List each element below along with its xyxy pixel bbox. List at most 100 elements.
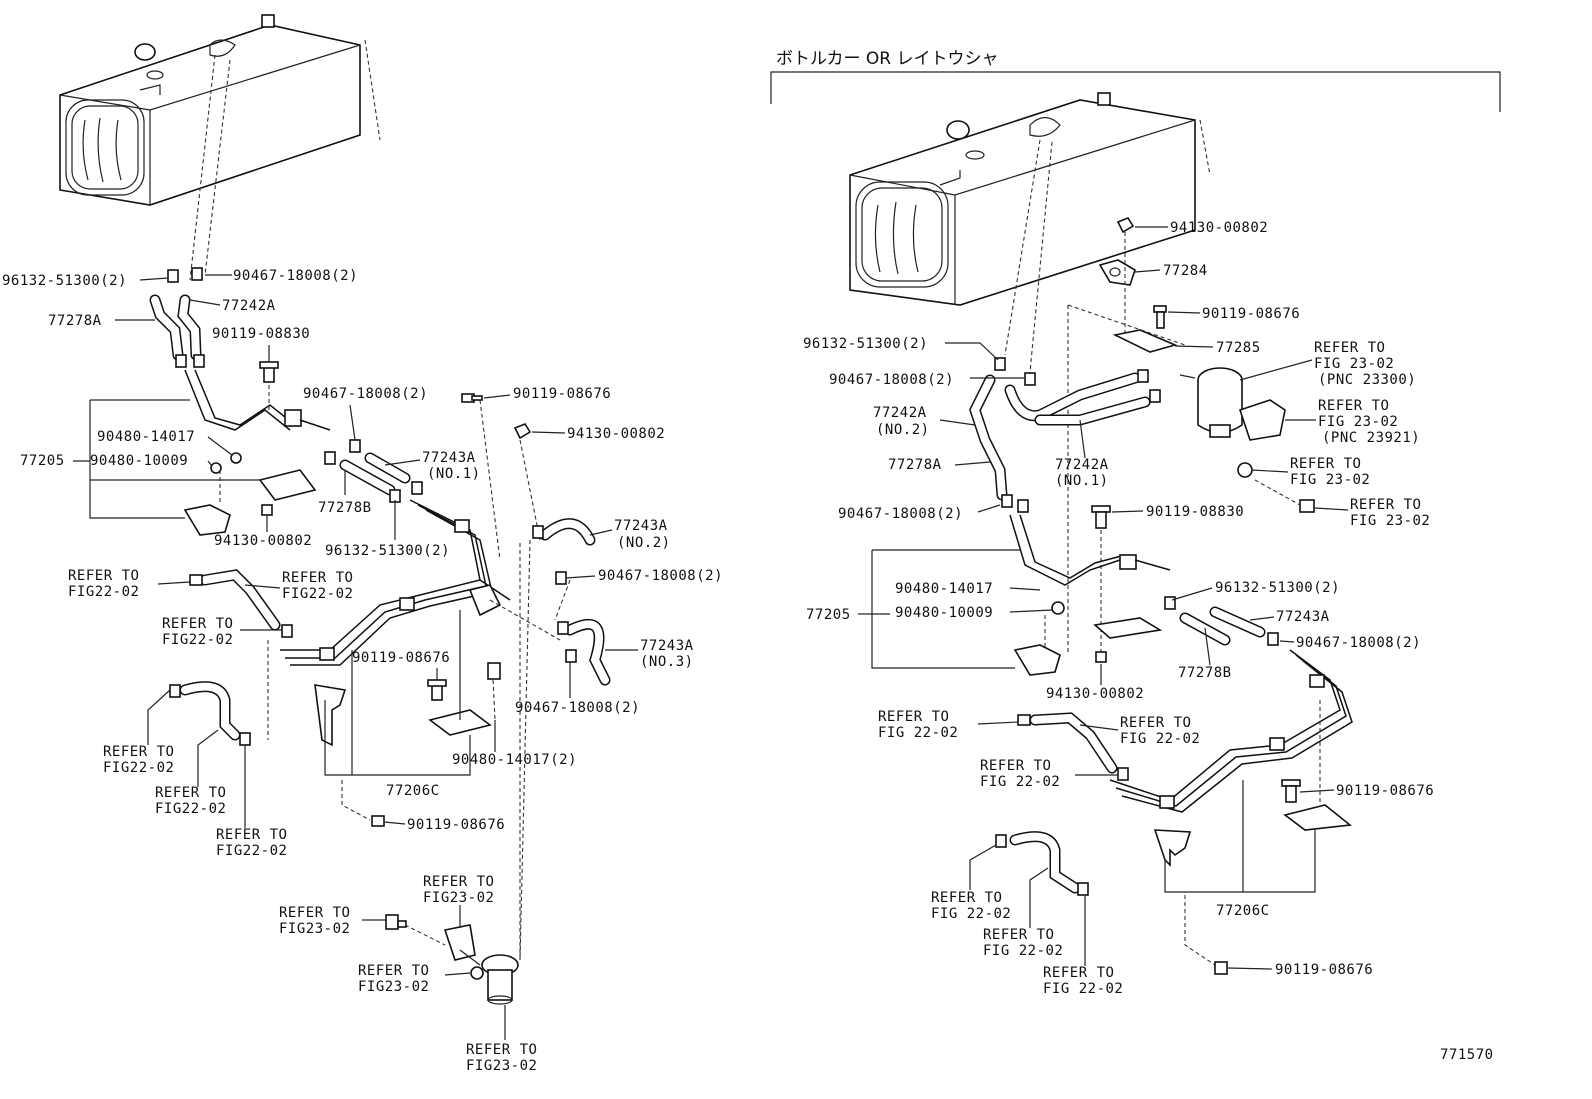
clamp-icon: [1001, 494, 1013, 508]
refer-label: FIG22-02: [68, 584, 139, 600]
refer-label: (PNC 23300): [1318, 372, 1416, 388]
clamp-icon: [1017, 714, 1031, 726]
part-label: 90480-14017(2): [452, 752, 577, 768]
refer-label: REFER TO: [980, 758, 1051, 774]
part-label: 94130-00802: [214, 533, 312, 549]
clamp-icon: [191, 267, 203, 281]
refer-label: FIG 22-02: [983, 943, 1063, 959]
part-label: 77278B: [318, 500, 372, 516]
clamp-icon: [532, 525, 544, 539]
part-label: 77278A: [48, 313, 102, 329]
bolt-icon: [427, 679, 447, 701]
part-label: 77278B: [1178, 665, 1232, 681]
clamp-icon: [411, 481, 423, 495]
refer-label: FIG 23-02: [1350, 513, 1430, 529]
part-label: 96132-51300(2): [325, 543, 450, 559]
part-label: 77206C: [1216, 903, 1270, 919]
part-label: 96132-51300(2): [2, 273, 127, 289]
bolt-icon: [1153, 305, 1167, 329]
fuel-tank-right: [849, 92, 1196, 306]
refer-label: FIG 23-02: [1318, 414, 1398, 430]
part-label: 90480-10009: [90, 453, 188, 469]
part-label: 77242A: [873, 405, 927, 421]
part-label: 77242A: [1055, 457, 1109, 473]
part-label: 96132-51300(2): [1215, 580, 1340, 596]
refer-label: REFER TO: [103, 744, 174, 760]
bolt-icon: [1299, 499, 1315, 513]
part-label: 90467-18008(2): [598, 568, 723, 584]
clamp-icon: [1164, 596, 1176, 610]
bolt-icon: [385, 914, 407, 930]
right-assembly: [849, 92, 1353, 975]
part-label: (NO.2): [617, 535, 671, 551]
part-label: 77205: [20, 453, 65, 469]
refer-label: FIG 23-02: [1314, 356, 1394, 372]
refer-label: REFER TO: [1314, 340, 1385, 356]
clamp-icon: [565, 649, 577, 663]
clamp-icon: [324, 451, 336, 465]
clamp-icon: [995, 834, 1007, 848]
refer-label: REFER TO: [155, 785, 226, 801]
refer-label: REFER TO: [423, 874, 494, 890]
part-label: 94130-00802: [1170, 220, 1268, 236]
part-label: 90467-18008(2): [515, 700, 640, 716]
refer-label: REFER TO: [1350, 497, 1421, 513]
part-label: 90467-18008(2): [838, 506, 963, 522]
refer-label: FIG22-02: [162, 632, 233, 648]
clamp-icon: [167, 269, 179, 283]
part-label: 90467-18008(2): [303, 386, 428, 402]
bolt-icon: [1281, 779, 1301, 803]
part-label: 90119-08676: [513, 386, 611, 402]
part-label: 77243A: [640, 638, 694, 654]
part-label: 77242A: [222, 298, 276, 314]
part-label: 90480-10009: [895, 605, 993, 621]
part-label: 90467-18008(2): [829, 372, 954, 388]
refer-label: FIG 22-02: [878, 725, 958, 741]
part-label: 90119-08676: [1336, 783, 1434, 799]
clamp-icon: [239, 732, 251, 746]
clamp-icon: [349, 439, 361, 453]
bolt-icon: [461, 393, 483, 403]
clamp-icon: [1024, 372, 1036, 386]
part-label: 90467-18008(2): [1296, 635, 1421, 651]
refer-label: REFER TO: [1290, 456, 1361, 472]
refer-label: FIG23-02: [279, 921, 350, 937]
refer-label: FIG23-02: [358, 979, 429, 995]
refer-label: FIG 22-02: [1120, 731, 1200, 747]
refer-label: REFER TO: [983, 927, 1054, 943]
clamp-icon: [1267, 632, 1279, 646]
section-title: ボトルカー OR レイトウシャ: [776, 49, 999, 69]
section-bracket: [770, 71, 1501, 112]
part-label: 90119-08830: [1146, 504, 1244, 520]
refer-label: REFER TO: [68, 568, 139, 584]
refer-label: REFER TO: [279, 905, 350, 921]
part-label: 96132-51300(2): [803, 336, 928, 352]
part-label: 90467-18008(2): [233, 268, 358, 284]
clamp-icon: [1149, 389, 1161, 403]
clamp-icon: [193, 354, 205, 368]
fuel-filter-icon: [443, 924, 519, 1005]
left-labels: 96132-51300(2) 90467-18008(2) 77242A 772…: [2, 268, 723, 1074]
refer-label: REFER TO: [162, 616, 233, 632]
part-label: 90119-08830: [212, 326, 310, 342]
refer-label: FIG 23-02: [1290, 472, 1370, 488]
clamp-icon: [994, 357, 1006, 371]
clamp-icon: [1117, 767, 1129, 781]
refer-label: REFER TO: [1120, 715, 1191, 731]
clamp-icon: [189, 574, 203, 586]
refer-label: REFER TO: [931, 890, 1002, 906]
part-label: 77284: [1163, 263, 1208, 279]
refer-label: REFER TO: [358, 963, 429, 979]
fuel-tank-left: [59, 14, 361, 206]
charcoal-canister-icon: [1179, 367, 1286, 441]
bolt-icon: [259, 361, 279, 383]
part-label: 77243A: [422, 450, 476, 466]
part-label: 90119-08676: [407, 817, 505, 833]
part-label: 77205: [806, 607, 851, 623]
refer-label: REFER TO: [282, 570, 353, 586]
bolt-icon: [1214, 961, 1228, 975]
refer-label: FIG 22-02: [931, 906, 1011, 922]
right-labels: 94130-00802 77284 90119-08676 96132-5130…: [803, 220, 1434, 997]
part-label: 77285: [1216, 340, 1261, 356]
